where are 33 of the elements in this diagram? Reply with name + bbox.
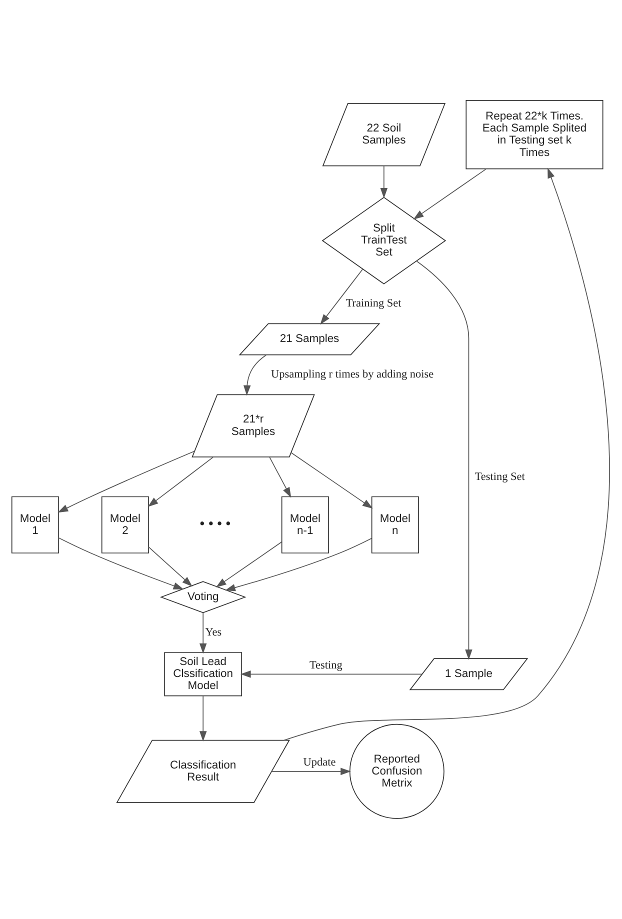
node-box: Model n-1: [281, 496, 329, 554]
arrow: [413, 168, 486, 220]
edge-label: Yes: [205, 626, 222, 639]
edge-label: Upsampling r times by adding noise: [271, 368, 434, 381]
edge-label: Testing: [309, 659, 342, 672]
label: • • • •: [200, 515, 231, 532]
node-box: Model 2: [101, 496, 150, 554]
edge-label: Update: [303, 756, 336, 769]
node-box: Soil Lead Clssification Model: [164, 652, 242, 696]
arrow: [58, 537, 184, 590]
arrow: [240, 670, 422, 678]
arrow: [243, 354, 267, 396]
node-diamond: Split TrainTest Set: [322, 196, 446, 284]
arrow: [148, 456, 214, 507]
arrow: [216, 541, 282, 588]
arrow: [269, 456, 292, 498]
arrow: [199, 696, 207, 742]
node-circle: Reported Confusion Metrix: [349, 724, 444, 819]
edge-label: Training Set: [346, 298, 402, 310]
arrow: [290, 452, 373, 509]
arrow: [224, 538, 372, 592]
arrow: [199, 612, 207, 654]
arrow: [271, 768, 351, 776]
arrow: [416, 260, 472, 660]
arrow: [284, 168, 610, 741]
arrow: [58, 450, 196, 513]
arrow: [380, 166, 388, 198]
node-box: Model 1: [11, 496, 60, 554]
node-box: Repeat 22*k Times. Each Sample Splited in Testing set k Times: [466, 100, 604, 170]
edge-label: Testing Set: [474, 470, 525, 483]
node-box: Model n: [371, 496, 419, 554]
arrow: [320, 268, 364, 325]
arrow: [148, 546, 192, 587]
